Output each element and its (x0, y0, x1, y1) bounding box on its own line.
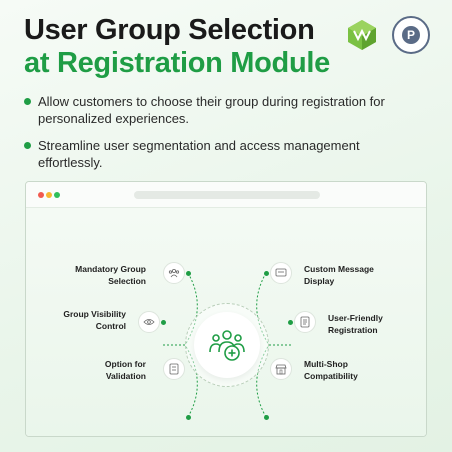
feature-label: Compatibility (304, 371, 358, 381)
connector-dot (288, 320, 293, 325)
partner-badge-icon: P (392, 16, 430, 54)
feature-label: Custom Message (304, 264, 374, 274)
message-icon (270, 262, 292, 284)
group-people-icon (163, 262, 185, 284)
bullet-dot (24, 98, 31, 105)
feature-label: Registration (328, 325, 378, 335)
bullet-dot (24, 142, 31, 149)
feature-label: Validation (105, 371, 146, 381)
bullet-text: Allow customers to choose their group du… (38, 94, 385, 126)
eye-icon (138, 311, 160, 333)
feature-label: User-Friendly (328, 313, 383, 323)
partner-badge-letter: P (402, 26, 420, 44)
connector-dot (161, 320, 166, 325)
title-line-2: at Registration Module (24, 47, 330, 79)
feature-multi-shop: Multi-Shop Compatibility (304, 358, 404, 382)
page-title: User Group Selection at Registration Mod… (24, 14, 330, 80)
connector-dot (264, 415, 269, 420)
feature-option-validation: Option for Validation (56, 358, 146, 382)
close-dot-icon (38, 192, 44, 198)
feature-label: Control (95, 321, 126, 331)
feature-user-friendly: User-Friendly Registration (328, 312, 418, 336)
bullet-list: Allow customers to choose their group du… (24, 93, 424, 181)
title-line-1: User Group Selection (24, 14, 315, 46)
bullet-item: Allow customers to choose their group du… (24, 93, 424, 127)
user-group-add-icon (194, 312, 260, 378)
feature-label: Mandatory Group (75, 264, 146, 274)
browser-toolbar (26, 182, 426, 208)
minimize-dot-icon (46, 192, 52, 198)
browser-window: Mandatory Group Selection Group Visibili… (25, 181, 427, 437)
feature-label: Option for (104, 359, 146, 369)
shop-icon (270, 358, 292, 380)
feature-label: Selection (108, 276, 146, 286)
feature-group-visibility: Group Visibility Control (46, 308, 126, 332)
connector-dot (186, 271, 191, 276)
address-bar (134, 191, 320, 199)
feature-label: Display (304, 276, 335, 286)
connector-dot (186, 415, 191, 420)
feature-label: Multi-Shop (304, 359, 348, 369)
feature-label: Group Visibility (63, 309, 126, 319)
connector-dot (264, 271, 269, 276)
checklist-icon (163, 358, 185, 380)
feature-diagram: Mandatory Group Selection Group Visibili… (26, 208, 426, 436)
form-icon (294, 311, 316, 333)
bullet-text: Streamline user segmentation and access … (38, 138, 360, 170)
mg-logo-icon (348, 20, 376, 50)
maximize-dot-icon (54, 192, 60, 198)
feature-custom-message: Custom Message Display (304, 263, 404, 287)
bullet-item: Streamline user segmentation and access … (24, 137, 424, 171)
feature-mandatory-group: Mandatory Group Selection (56, 263, 146, 287)
